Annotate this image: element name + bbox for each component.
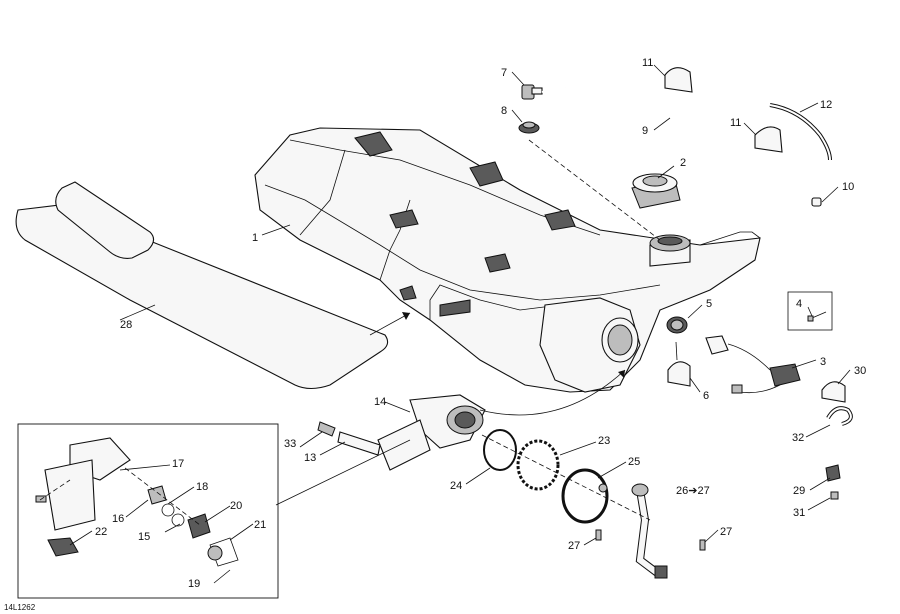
callout-26-27: 26➔27 <box>676 485 710 497</box>
callout-10: 10 <box>842 181 854 193</box>
part-24-gasket <box>483 429 517 471</box>
part-31-screw <box>830 491 839 500</box>
part-11-clip-b <box>754 126 783 153</box>
callout-14: 14 <box>374 396 386 408</box>
callout-32: 32 <box>792 432 804 444</box>
callout-13: 13 <box>304 452 316 464</box>
callout-21: 21 <box>254 519 266 531</box>
callout-23: 23 <box>598 435 610 447</box>
part-7-vent-fitting <box>521 84 543 100</box>
part-33-pump-stem <box>317 421 336 437</box>
leader-lines <box>39 64 851 584</box>
callout-9: 9 <box>642 125 648 137</box>
callout-labels: 1 2 3 4 5 6 7 8 9 10 11 11 12 13 14 15 1… <box>4 57 866 612</box>
document-id: 14L1262 <box>4 603 36 612</box>
callout-8: 8 <box>501 105 507 117</box>
callout-11a: 11 <box>642 57 653 69</box>
callout-4: 4 <box>796 298 802 310</box>
part-27-clip-a <box>595 529 602 541</box>
callout-12: 12 <box>820 99 832 111</box>
callout-30: 30 <box>854 365 866 377</box>
part-30-clip <box>821 381 846 403</box>
callout-17: 17 <box>172 458 184 470</box>
callout-19: 19 <box>188 578 200 590</box>
part-11-clip-a <box>664 67 693 93</box>
callout-1: 1 <box>252 232 258 244</box>
callout-31: 31 <box>793 507 805 519</box>
part-28-pad <box>15 181 389 390</box>
callout-18: 18 <box>196 481 208 493</box>
part-3-fuel-sensor <box>705 335 801 394</box>
part-9-vent-hose <box>541 84 813 207</box>
part-6-clip <box>667 361 691 387</box>
callout-5: 5 <box>706 298 712 310</box>
callout-33: 33 <box>284 438 296 450</box>
part-14-fuel-pump-flange <box>409 394 486 449</box>
callout-27b: 27 <box>720 526 732 538</box>
callout-27a: 27 <box>568 540 580 552</box>
callout-20: 20 <box>230 500 242 512</box>
part-2-fuel-cap <box>631 173 681 209</box>
part-10-hose-end <box>811 197 822 207</box>
inset-pump-detail <box>17 423 279 599</box>
part-25-clamp <box>561 468 609 524</box>
part-32-hose-elbow <box>826 406 853 426</box>
part-26-fuel-line <box>631 483 668 579</box>
callout-16: 16 <box>112 513 124 525</box>
callout-28: 28 <box>120 319 132 331</box>
part-23-lock-ring <box>516 439 560 491</box>
callout-15: 15 <box>138 531 150 543</box>
callout-25: 25 <box>628 456 640 468</box>
callout-22: 22 <box>95 526 107 538</box>
part-1-fuel-tank <box>254 127 761 393</box>
part-29-bracket <box>825 464 841 482</box>
part-8-grommet <box>518 121 540 134</box>
callout-2: 2 <box>680 157 686 169</box>
callout-6: 6 <box>703 390 709 402</box>
callout-11b: 11 <box>730 117 741 129</box>
part-13-fuel-pump <box>337 419 431 471</box>
part-12-vent-hose <box>769 103 832 161</box>
callout-24: 24 <box>450 480 462 492</box>
part-27-clip-b <box>699 539 706 551</box>
callout-3: 3 <box>820 356 826 368</box>
callout-7: 7 <box>501 67 507 79</box>
callout-29: 29 <box>793 485 805 497</box>
part-5-grommet <box>666 316 688 334</box>
